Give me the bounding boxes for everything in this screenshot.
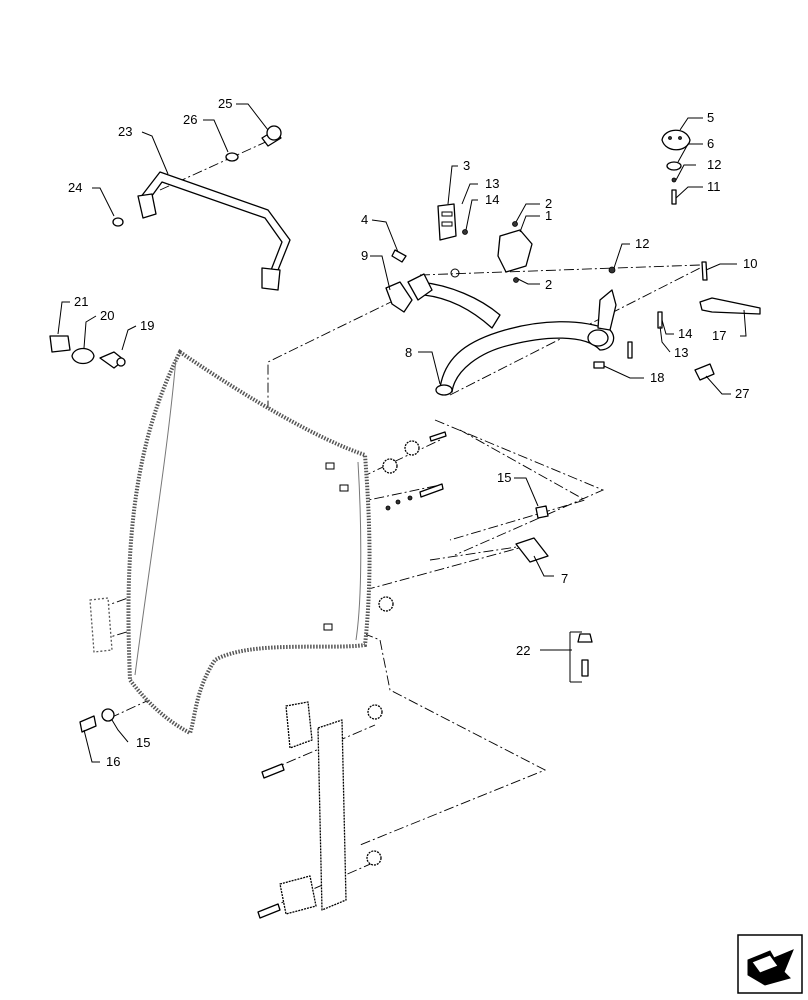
latch-parts-19-21 [49,335,126,369]
callout-14: 14 [485,192,499,207]
callout-22: 22 [516,643,530,658]
glass-door-panel [89,349,372,736]
callout-leader-lines [57,103,747,763]
callout-11: 11 [707,179,721,194]
callout-17: 17 [712,328,726,343]
callout-16: 16 [106,754,120,769]
callout-18: 18 [650,370,664,385]
callout-19: 19 [140,318,154,333]
callout-15: 15 [136,735,150,750]
callout-10: 10 [743,256,757,271]
next-page-arrow-icon[interactable] [737,934,803,994]
callout-2: 2 [545,196,552,211]
callout-15: 15 [497,470,511,485]
callout-labels: 1 2 2 3 4 5 6 7 8 9 10 11 12 12 13 13 14… [68,96,757,769]
callout-6: 6 [707,136,714,151]
callout-25: 25 [218,96,232,111]
callout-9: 9 [361,248,368,263]
callout-12: 12 [635,236,649,251]
hinge-assembly-parts [385,203,533,313]
callout-8: 8 [405,345,412,360]
callout-27: 27 [735,386,749,401]
callout-7: 7 [561,571,568,586]
callout-12: 12 [707,157,721,172]
callout-4: 4 [361,212,368,227]
callout-13: 13 [485,176,499,191]
callout-2: 2 [545,277,552,292]
callout-1: 1 [545,208,552,223]
callout-14: 14 [678,326,692,341]
callout-5: 5 [707,110,714,125]
callout-13: 13 [674,345,688,360]
grab-handle-part-23 [112,125,291,291]
mounting-hardware [79,431,593,866]
callout-23: 23 [118,124,132,139]
knob-and-fastener-parts [593,129,761,381]
callout-26: 26 [183,112,197,127]
callout-24: 24 [68,180,82,195]
callout-3: 3 [463,158,470,173]
callout-20: 20 [100,308,114,323]
lower-hinge-bracket [257,701,347,919]
callout-21: 21 [74,294,88,309]
door-frame-bar-part-8 [419,281,617,396]
